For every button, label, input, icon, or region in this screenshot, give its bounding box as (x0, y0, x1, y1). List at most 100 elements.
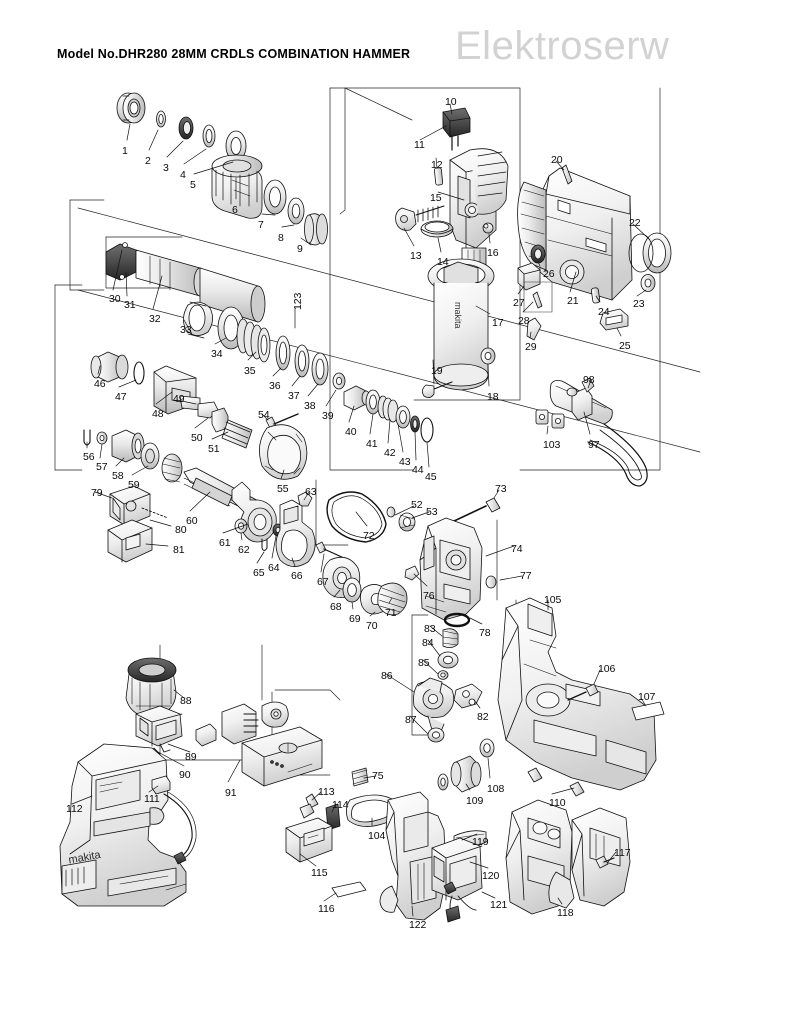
part-callout-84: 84 (422, 637, 434, 649)
part-callout-98: 98 (583, 374, 595, 386)
part-callout-55: 55 (277, 483, 289, 495)
part-callout-18: 18 (487, 391, 499, 403)
part-callout-36: 36 (269, 380, 281, 392)
part-callout-106: 106 (598, 663, 616, 675)
part-callout-30: 30 (109, 293, 121, 305)
part-callout-117: 117 (614, 847, 631, 859)
part-callout-32: 32 (149, 313, 161, 325)
part-callout-52: 52 (411, 499, 423, 511)
part-callout-108: 108 (487, 783, 505, 795)
part-callout-31: 31 (124, 299, 136, 311)
part-callout-15: 15 (430, 192, 442, 204)
part-callout-3: 3 (163, 162, 169, 174)
part-callout-49: 49 (173, 393, 185, 405)
part-callout-68: 68 (330, 601, 342, 613)
part-callout-113: 113 (318, 786, 335, 798)
part-callout-22: 22 (629, 217, 641, 229)
part-callout-122: 122 (409, 919, 427, 931)
part-callout-19: 19 (431, 365, 443, 377)
part-callout-70: 70 (366, 620, 378, 632)
part-callout-8: 8 (278, 232, 284, 244)
part-callout-79: 79 (91, 487, 103, 499)
part-callout-34: 34 (211, 348, 223, 360)
part-callout-23: 23 (633, 298, 645, 310)
part-callout-12: 12 (431, 159, 443, 171)
part-callout-43: 43 (399, 456, 411, 468)
part-callout-39: 39 (322, 410, 334, 422)
part-callout-26: 26 (543, 268, 555, 280)
part-callout-61: 61 (219, 537, 231, 549)
part-callout-60: 60 (186, 515, 198, 527)
part-callout-110: 110 (549, 797, 566, 809)
part-callout-81: 81 (173, 544, 185, 556)
part-callout-63: 63 (305, 486, 317, 498)
part-callout-69: 69 (349, 613, 361, 625)
part-callout-25: 25 (619, 340, 631, 352)
part-callout-44: 44 (412, 464, 424, 476)
part-callout-107: 107 (638, 691, 656, 703)
part-callout-20: 20 (551, 154, 563, 166)
part-callout-37: 37 (288, 390, 300, 402)
part-callout-83: 83 (424, 623, 436, 635)
part-callout-35: 35 (244, 365, 256, 377)
part-callout-112: 112 (66, 803, 83, 815)
part-callout-5: 5 (190, 179, 196, 191)
part-callout-121: 121 (490, 899, 508, 911)
part-callout-74: 74 (511, 543, 523, 555)
part-callout-27: 27 (513, 297, 525, 309)
part-callout-9: 9 (297, 243, 303, 255)
part-callout-50: 50 (191, 432, 203, 444)
part-callout-73: 73 (495, 483, 507, 495)
part-callout-53: 53 (426, 506, 438, 518)
part-callout-88: 88 (180, 695, 192, 707)
part-callout-62: 62 (238, 544, 250, 556)
page-title: Model No.DHR280 28MM CRDLS COMBINATION H… (57, 47, 411, 61)
part-callout-11: 11 (414, 139, 425, 151)
part-callout-29: 29 (525, 341, 537, 353)
part-callout-120: 120 (482, 870, 500, 882)
part-callout-109: 109 (466, 795, 484, 807)
part-callout-82: 82 (477, 711, 489, 723)
part-callout-91: 91 (225, 787, 237, 799)
part-callout-4: 4 (180, 169, 186, 181)
part-callout-87: 87 (405, 714, 417, 726)
part-callout-75: 75 (372, 770, 384, 782)
part-callout-115: 115 (311, 867, 328, 879)
part-callout-65: 65 (253, 567, 265, 579)
part-callout-104: 104 (368, 830, 386, 842)
part-callout-21: 21 (567, 295, 579, 307)
part-callout-2: 2 (145, 155, 151, 167)
part-callout-51: 51 (208, 443, 220, 455)
part-callout-76: 76 (423, 590, 435, 602)
part-callout-24: 24 (598, 306, 610, 318)
part-callout-80: 80 (175, 524, 187, 536)
part-callout-10: 10 (445, 96, 457, 108)
part-callout-111: 111 (144, 793, 160, 805)
part-callout-17: 17 (492, 317, 504, 329)
part-callout-7: 7 (258, 219, 264, 231)
part-callout-1: 1 (122, 145, 128, 157)
part-callout-16: 16 (487, 247, 499, 259)
part-callout-97: 97 (588, 439, 600, 451)
part-callout-66: 66 (291, 570, 303, 582)
part-callout-48: 48 (152, 408, 164, 420)
part-callout-123: 123 (292, 292, 304, 310)
part-callout-105: 105 (544, 594, 562, 606)
part-callout-118: 118 (557, 907, 574, 919)
part-callout-41: 41 (366, 438, 378, 450)
part-callout-56: 56 (83, 451, 95, 463)
part-callout-114: 114 (332, 799, 349, 811)
part-callout-46: 46 (94, 378, 106, 390)
part-callout-13: 13 (410, 250, 422, 262)
part-callout-77: 77 (520, 570, 532, 582)
part-callout-38: 38 (304, 400, 316, 412)
part-callout-59: 59 (128, 479, 140, 491)
part-callout-54: 54 (258, 409, 270, 421)
part-callout-89: 89 (185, 751, 197, 763)
part-callout-40: 40 (345, 426, 357, 438)
part-callout-78: 78 (479, 627, 491, 639)
part-callout-33: 33 (180, 324, 192, 336)
part-callout-86: 86 (381, 670, 393, 682)
